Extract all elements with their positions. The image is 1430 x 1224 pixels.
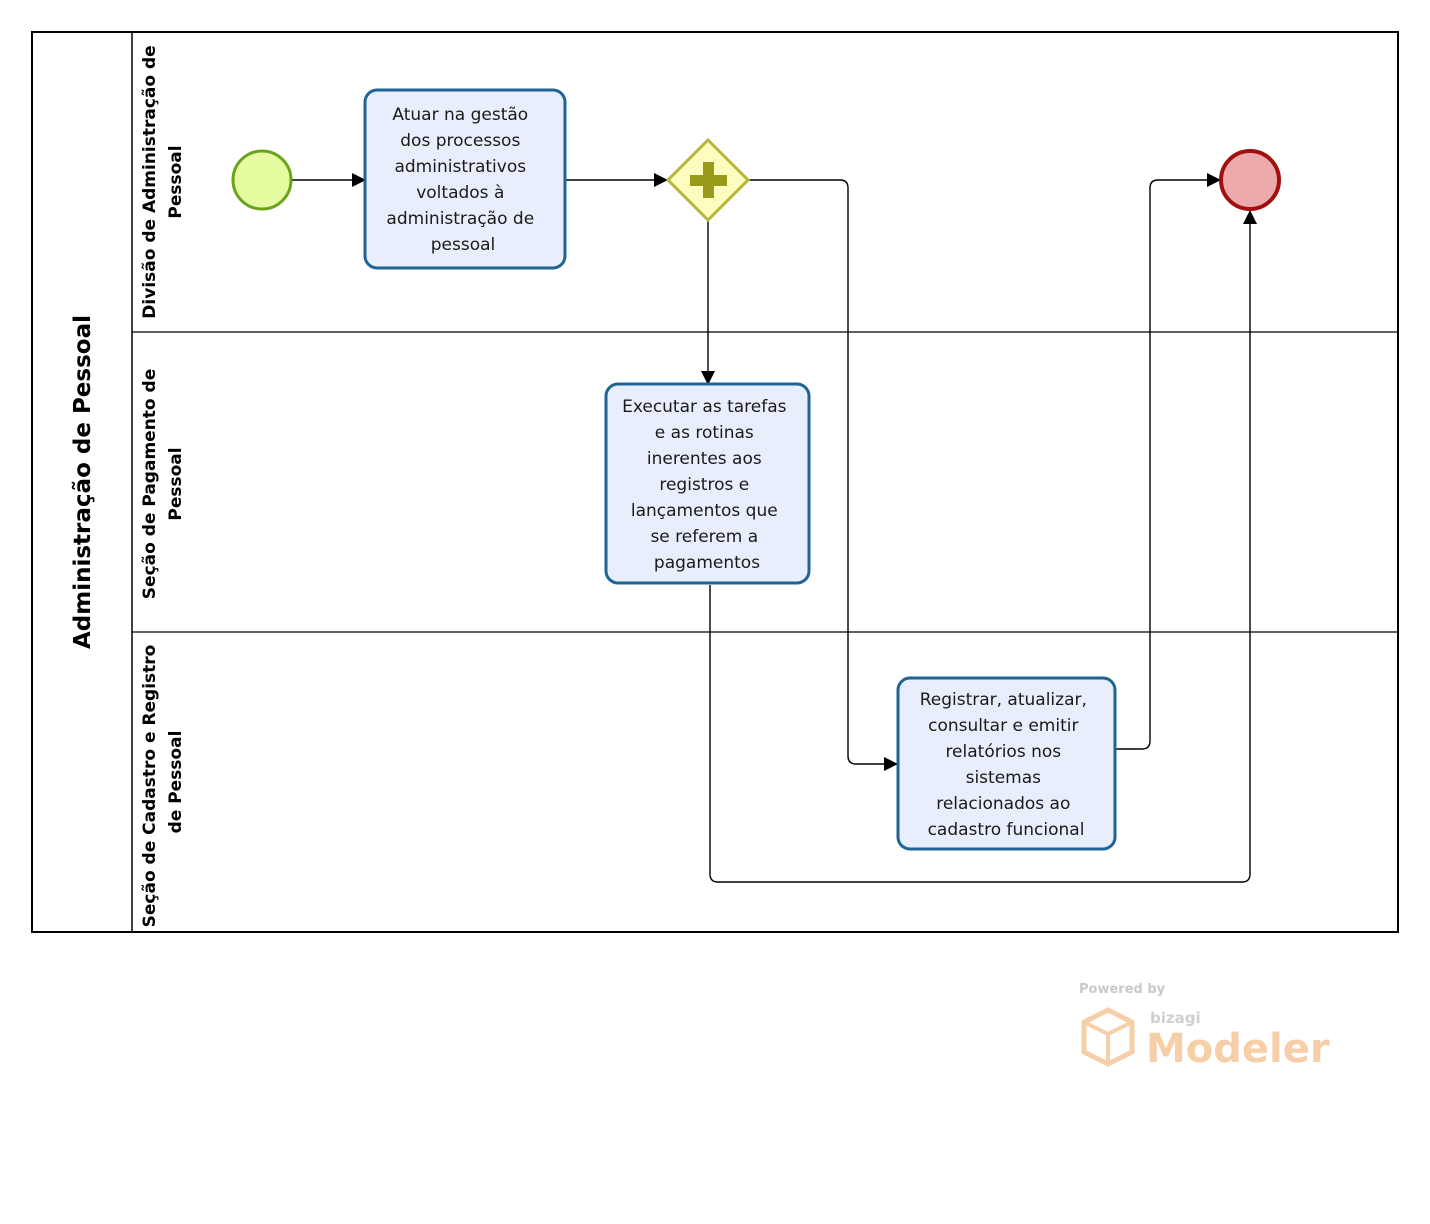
pool-title: Administração de Pessoal	[70, 315, 96, 649]
start-event	[231, 149, 293, 211]
task-atuar-na-gestao: Atuar na gestão dos processos administra…	[363, 88, 567, 270]
task-registrar-atualizar: Registrar, atualizar, consultar e emitir…	[896, 676, 1117, 851]
lane-title-divisao-line2: Pessoal	[166, 145, 186, 218]
task1-box	[363, 88, 567, 270]
bizagi-watermark: Powered by bizagi Modeler	[1079, 982, 1330, 1072]
lane-title-divisao-line1: Divisão de Administração de	[140, 45, 160, 318]
watermark-powered-by: Powered by	[1079, 982, 1166, 997]
task1-label: Atuar na gestão dos processos administra…	[386, 105, 539, 255]
pool-frame	[31, 31, 1399, 933]
end-event	[1219, 149, 1281, 211]
lane-title-cadastro-line2: de Pessoal	[166, 731, 186, 834]
lane-title-cadastro-line1: Seção de Cadastro e Registro	[140, 645, 160, 928]
bizagi-logo-icon	[1081, 1007, 1135, 1067]
parallel-gateway	[665, 137, 751, 223]
watermark-vendor: bizagi	[1150, 1009, 1201, 1027]
plus-icon-horizontal	[690, 175, 727, 186]
task-executar-as-tarefas: Executar as tarefas e as rotinas inerent…	[604, 382, 811, 585]
lane-title-pagamento-line2: Pessoal	[166, 447, 186, 520]
task3-box	[896, 676, 1117, 851]
flow-gateway-to-task3	[748, 179, 898, 771]
flow-task3-to-end	[1116, 173, 1221, 750]
watermark-product: Modeler	[1146, 1026, 1330, 1072]
flow-task2-to-end	[709, 210, 1257, 883]
task3-label: Registrar, atualizar, consultar e emitir…	[920, 690, 1093, 840]
task2-box	[604, 382, 811, 585]
task2-label: Executar as tarefas e as rotinas inerent…	[622, 397, 792, 573]
lane-title-pagamento-line1: Seção de Pagamento de	[140, 369, 160, 599]
